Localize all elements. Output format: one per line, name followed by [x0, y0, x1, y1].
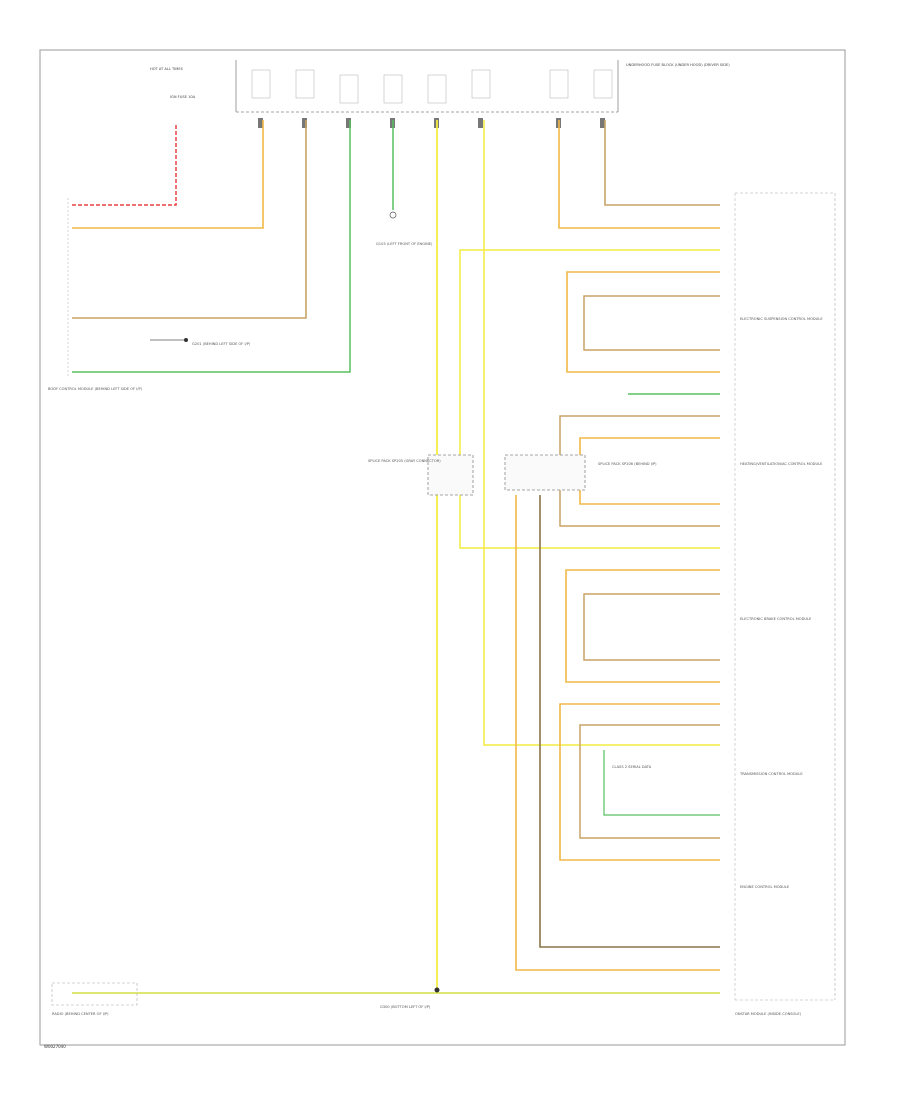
splice-center-label: SPLICE PACK SP205 (GRAY CONNECTOR) [368, 459, 441, 463]
branch-c [559, 490, 720, 527]
hot-at-all-times-label: HOT AT ALL TIMES [150, 67, 184, 71]
class2-label: CLASS 2 SERIAL DATA [612, 765, 652, 769]
bcm-left-label: BODY CONTROL MODULE (BEHIND LEFT SIDE OF… [48, 387, 143, 391]
ground-bottom-label: G300 (BOTTOM LEFT OF I/P) [380, 1005, 431, 1009]
wire-tan-1 [72, 120, 307, 319]
branch-b [559, 415, 720, 460]
bottom-splice: G300 (BOTTOM LEFT OF I/P) [380, 987, 440, 1009]
branch-d [565, 569, 720, 683]
starter-ground-label: G103 (LEFT FRONT OF ENGINE) [376, 242, 433, 246]
top-fuse-block: UNDERHOOD FUSE BLOCK (UNDER HOOD) (DRIVE… [235, 60, 730, 128]
right-module-boxes: ELECTRONIC SUSPENSION CONTROL MODULE HEA… [734, 192, 836, 1016]
wire-yellow-3 [459, 249, 720, 549]
splice-right-label: SPLICE PACK SP206 (BEHIND I/P) [598, 462, 657, 466]
left-bottom-module: RADIO (BEHIND CENTER OF I/P) [51, 982, 138, 1016]
ignition-fuse-label: IGN FUSE 10A [170, 95, 196, 99]
wire-orange-right [558, 120, 720, 229]
wire-yellow-main [72, 120, 720, 994]
right-module-d-label: ELECTRONIC BRAKE CONTROL MODULE [740, 617, 812, 621]
wire-green-1 [72, 120, 351, 373]
ground-mid-label: G201 (BEHIND LEFT SIDE OF I/P) [192, 342, 251, 346]
splice-center: SPLICE PACK SP206 (BEHIND I/P) [504, 454, 657, 491]
splice-left: SPLICE PACK SP205 (GRAY CONNECTOR) [368, 454, 474, 496]
fuse-block-label: UNDERHOOD FUSE BLOCK (UNDER HOOD) (DRIVE… [626, 63, 730, 67]
wire-orange-1 [72, 120, 264, 229]
branch-f [515, 495, 720, 971]
wire-green-2 [389, 120, 397, 219]
diagram-id: W0027040 [44, 1044, 66, 1049]
branch-a [566, 271, 720, 373]
wire-tan-right [604, 120, 720, 206]
ground-g201: G201 (BEHIND LEFT SIDE OF I/P) [150, 338, 251, 346]
right-module-g-label: ONSTAR MODULE (INSIDE CONSOLE) [735, 1012, 802, 1016]
right-module-e-label: TRANSMISSION CONTROL MODULE [739, 772, 803, 776]
wire-red [72, 125, 177, 206]
left-module: BODY CONTROL MODULE (BEHIND LEFT SIDE OF… [48, 198, 143, 391]
right-module-c-label: HEATING/VENTILATION/AC CONTROL MODULE [740, 462, 823, 466]
diagram-frame [39, 49, 846, 1046]
left-bottom-module-label: RADIO (BEHIND CENTER OF I/P) [52, 1012, 109, 1016]
right-module-b-label: ELECTRONIC SUSPENSION CONTROL MODULE [740, 317, 823, 321]
branch-e [559, 703, 720, 861]
right-module-f-label: ENGINE CONTROL MODULE [740, 885, 790, 889]
wire-yellow-2 [483, 120, 720, 746]
connector-pins [251, 69, 613, 104]
